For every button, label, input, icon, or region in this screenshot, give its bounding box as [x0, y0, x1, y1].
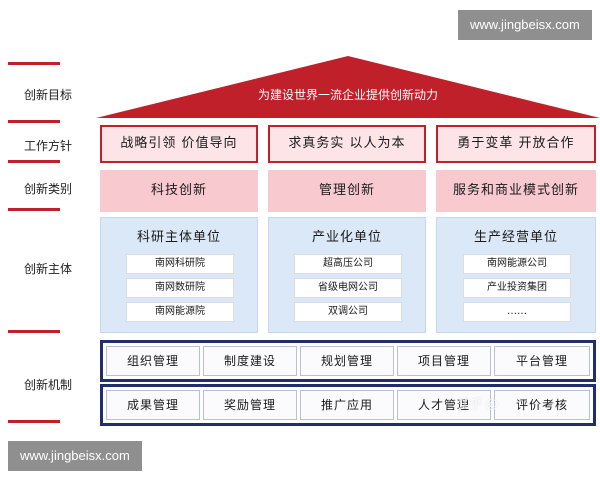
watermark-bottom: www.jingbeisx.com [8, 441, 142, 471]
policy-box: 勇于变革 开放合作 [436, 125, 596, 163]
innovation-type-box: 管理创新 [268, 170, 426, 212]
unit-item: …… [463, 302, 571, 322]
mechanism-cell: 组织管理 [106, 346, 200, 376]
policy-box: 战略引领 价值导向 [100, 125, 258, 163]
unit-item: 双调公司 [294, 302, 402, 322]
subject-title: 科研主体单位 [136, 230, 221, 245]
subject-title: 生产经营单位 [473, 230, 558, 245]
mechanism-cell: 制度建设 [203, 346, 297, 376]
mechanism-cell: 奖励管理 [203, 390, 297, 420]
policy-box: 求真务实 以人为本 [268, 125, 426, 163]
unit-item: 省级电网公司 [294, 278, 402, 298]
subject-column: 科研主体单位 南网科研院 南网数研院 南网能源院 [100, 217, 258, 333]
mechanism-row-1: 组织管理 制度建设 规划管理 项目管理 平台管理 [100, 340, 596, 382]
mechanism-cell: 项目管理 [397, 346, 491, 376]
row-divider [8, 120, 60, 123]
row-divider [8, 208, 60, 211]
innovation-type-box: 服务和商业模式创新 [436, 170, 596, 212]
unit-item: 超高压公司 [294, 254, 402, 274]
unit-item: 南网科研院 [126, 254, 234, 274]
row-divider [8, 160, 60, 163]
unit-item: 南网能源院 [126, 302, 234, 322]
mechanism-row-2: 成果管理 奖励管理 推广应用 人才管理 评价考核 [100, 384, 596, 426]
innovation-type-box: 科技创新 [100, 170, 258, 212]
unit-item: 南网能源公司 [463, 254, 571, 274]
row-label-mechanism: 创新机制 [23, 378, 72, 392]
unit-item: 南网数研院 [126, 278, 234, 298]
mechanism-cell: 评价考核 [494, 390, 590, 420]
mechanism-cell: 平台管理 [494, 346, 590, 376]
subject-column: 生产经营单位 南网能源公司 产业投资集团 …… [436, 217, 596, 333]
row-label-goal: 创新目标 [23, 88, 72, 102]
watermark-top: www.jingbeisx.com [458, 10, 592, 40]
row-label-type: 创新类别 [23, 182, 72, 196]
row-divider [8, 420, 60, 423]
subject-column: 产业化单位 超高压公司 省级电网公司 双调公司 [268, 217, 426, 333]
innovation-goal-text: 为建设世界一流企业提供创新动力 [257, 88, 438, 102]
row-divider [8, 62, 60, 65]
zhihu-watermark: 知乎 @ [458, 397, 498, 411]
subject-title: 产业化单位 [311, 230, 382, 245]
row-divider [8, 330, 60, 333]
roof-triangle [96, 56, 600, 118]
unit-item: 产业投资集团 [463, 278, 571, 298]
mechanism-cell: 推广应用 [300, 390, 394, 420]
mechanism-cell: 人才管理 [397, 390, 491, 420]
mechanism-cell: 成果管理 [106, 390, 200, 420]
row-label-policy: 工作方针 [23, 139, 72, 153]
mechanism-cell: 规划管理 [300, 346, 394, 376]
row-label-subject: 创新主体 [23, 262, 72, 276]
